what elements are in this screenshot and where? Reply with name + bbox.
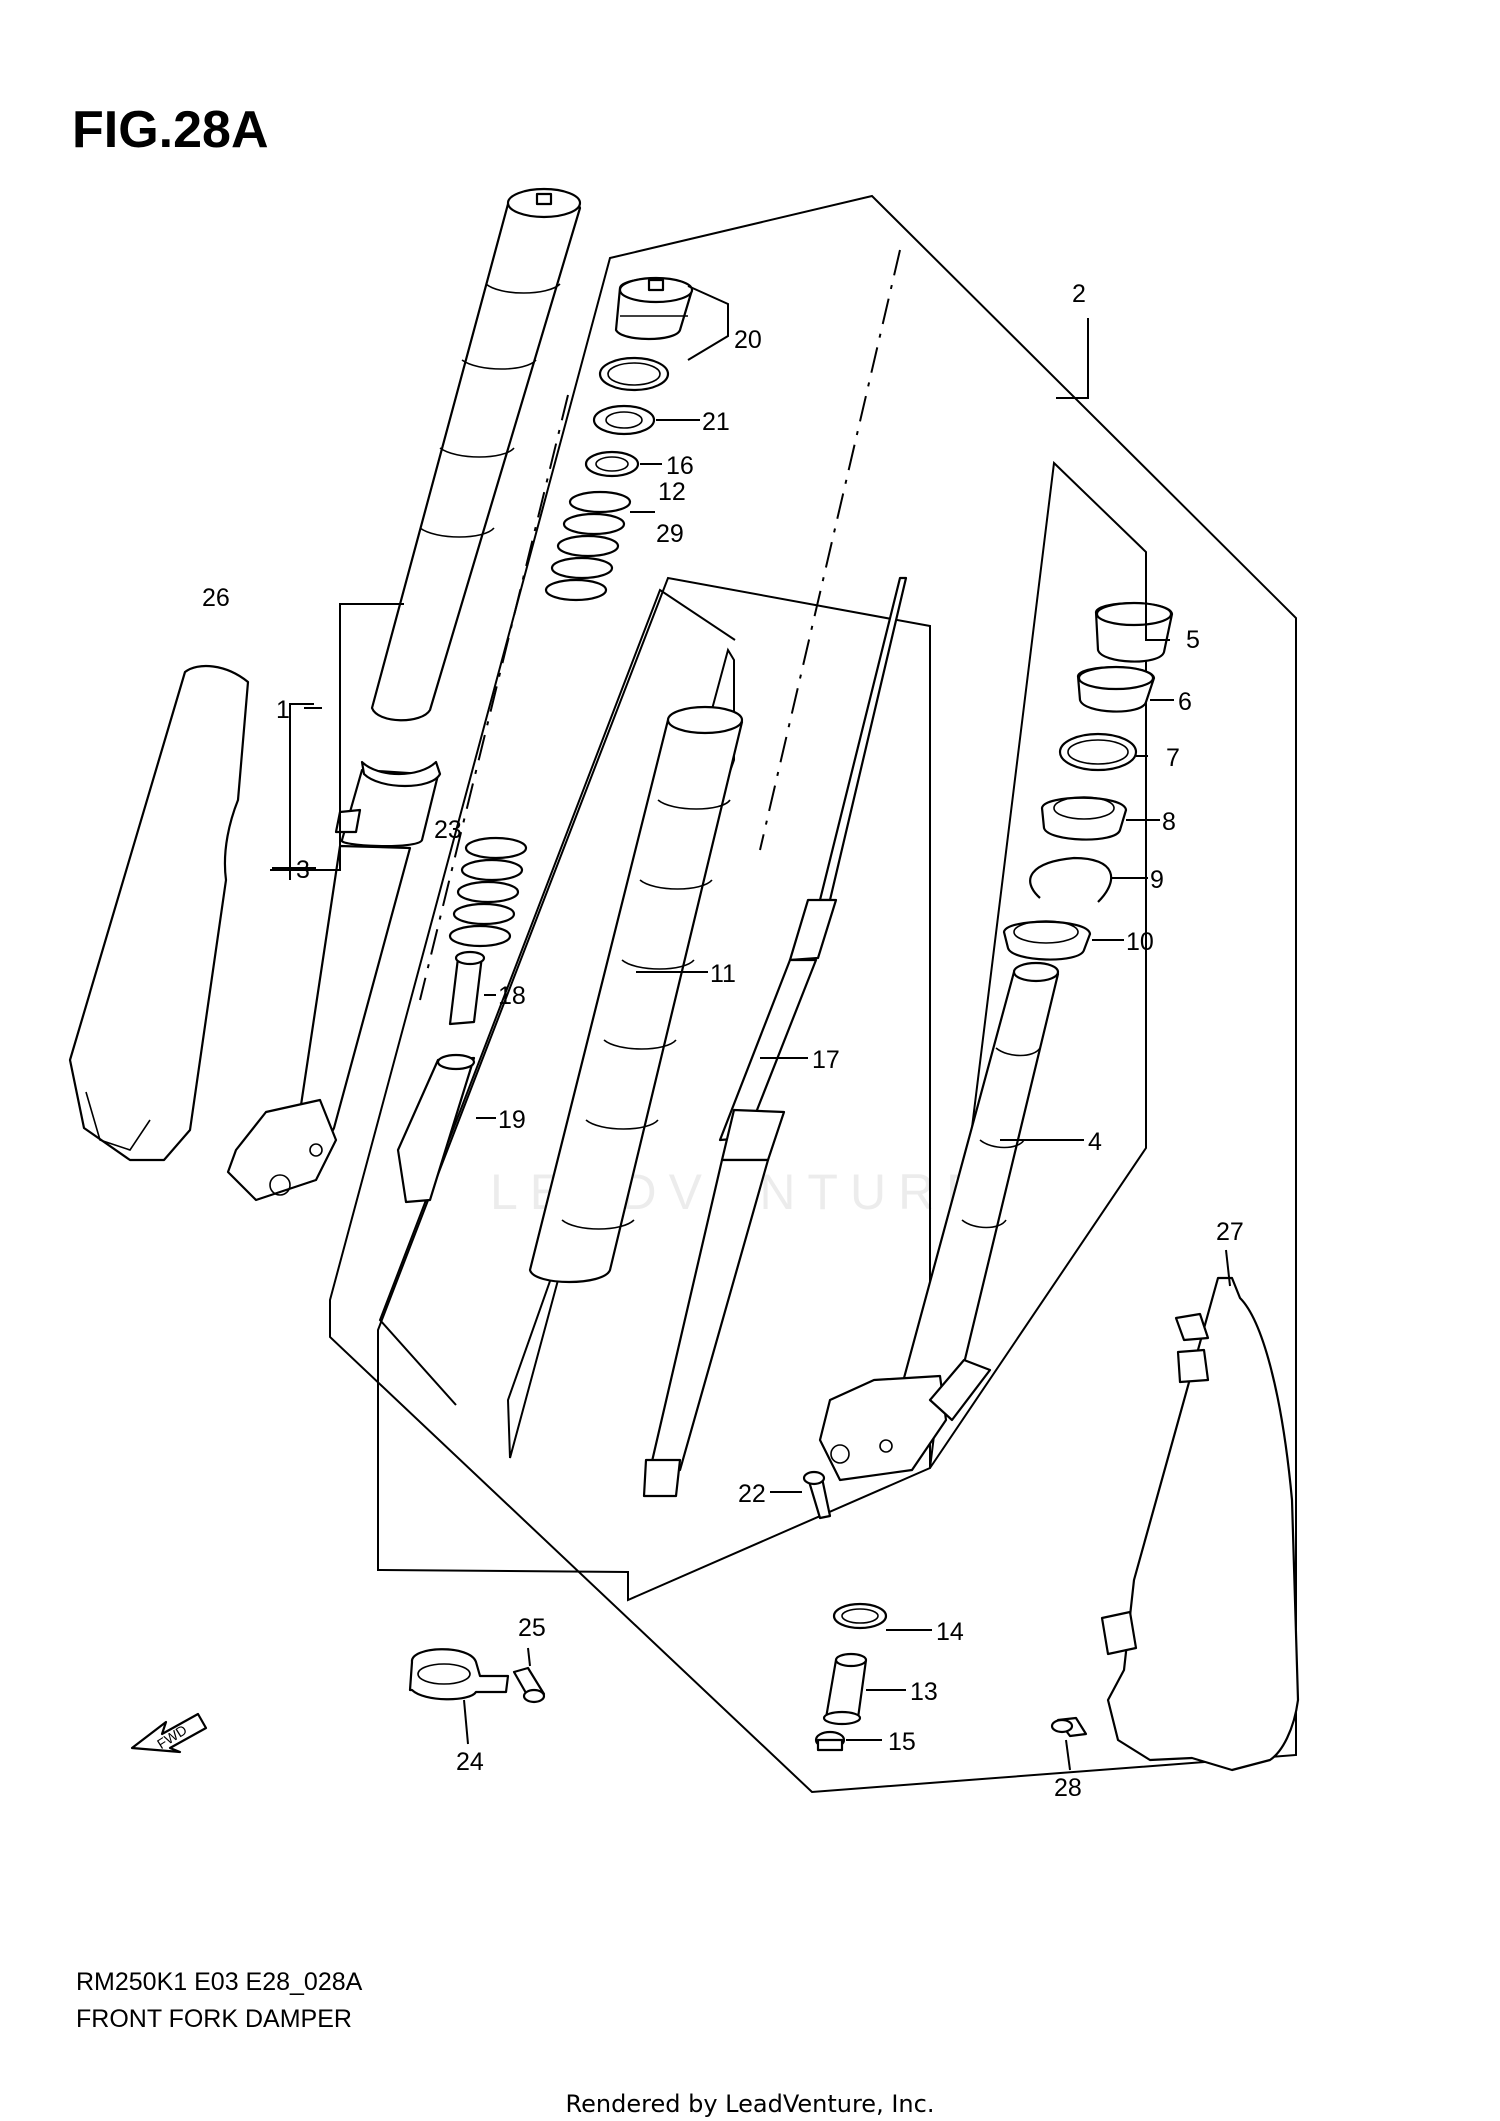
part-24-clamp: [408, 1648, 510, 1701]
figure-name: FRONT FORK DAMPER: [76, 2005, 352, 2033]
part-8-oil-seal: [1040, 796, 1128, 841]
callout-18: 18: [498, 982, 526, 1010]
part-16-washer: [584, 450, 640, 478]
part-18-collar: [448, 950, 486, 1026]
callout-17: 17: [812, 1046, 840, 1074]
callout-14: 14: [936, 1618, 964, 1646]
part-21-washer: [592, 404, 656, 436]
spring-upper: [544, 490, 632, 602]
callout-4: 4: [1088, 1128, 1102, 1156]
part-11-cylinder: [528, 705, 744, 1284]
callout-26: 26: [202, 584, 230, 612]
callout-16: 16: [666, 452, 694, 480]
outline-subassembly-inner-rod: [377, 576, 931, 1602]
render-note: Rendered by LeadVenture, Inc.: [565, 2090, 935, 2118]
callout-3: 3: [296, 856, 310, 884]
callout-6: 6: [1178, 688, 1192, 716]
callout-19: 19: [498, 1106, 526, 1134]
callout-5: 5: [1186, 626, 1200, 654]
centerline-spring: [419, 394, 569, 1001]
callout-12: 12: [658, 478, 686, 506]
callout-2: 2: [1072, 280, 1086, 308]
part-7-washer: [1058, 732, 1138, 772]
callout-29: 29: [656, 520, 684, 548]
forward-arrow: FWD: [130, 1712, 208, 1754]
part-22-bolt: [802, 1470, 832, 1520]
callout-9: 9: [1150, 866, 1164, 894]
callout-21: 21: [702, 408, 730, 436]
callout-20: 20: [734, 326, 762, 354]
figure-code: RM250K1 E03 E28_028A: [76, 1968, 363, 1996]
callout-24: 24: [456, 1748, 484, 1776]
part-14-washer: [832, 1602, 888, 1630]
fork-guard-right: [1100, 1276, 1300, 1772]
part-6-bushing: [1076, 665, 1156, 713]
part-4-inner-tube: [818, 961, 1060, 1482]
part-9-stopper-ring: [1029, 856, 1113, 903]
centerline-right: [759, 249, 901, 851]
callout-22: 22: [738, 1480, 766, 1508]
callout-8: 8: [1162, 808, 1176, 836]
part-19-spacer: [396, 1053, 476, 1204]
part-17-rod: [642, 576, 908, 1498]
part-25-bolt: [512, 1666, 546, 1704]
spring-lower: [448, 836, 528, 948]
callout-23: 23: [434, 816, 462, 844]
part-5-bushing: [1094, 601, 1174, 663]
callout-13: 13: [910, 1678, 938, 1706]
callout-11: 11: [710, 960, 736, 988]
figure-title: FIG.28A: [72, 101, 269, 159]
outer-tube: [226, 187, 582, 1202]
leader-lines: [270, 285, 1231, 1771]
callout-10: 10: [1126, 928, 1154, 956]
callout-15: 15: [888, 1728, 916, 1756]
callout-27: 27: [1216, 1218, 1244, 1246]
part-10-dust-seal: [1002, 920, 1092, 961]
callout-1: 1: [276, 696, 290, 724]
callout-28: 28: [1054, 1774, 1082, 1802]
outline-subassembly-spring: [378, 588, 736, 1406]
part-13-valve: [822, 1652, 868, 1726]
part-15-nut: [814, 1730, 846, 1752]
callout-25: 25: [518, 1614, 546, 1642]
fork-guard-left: [68, 665, 250, 1162]
callout-7: 7: [1166, 744, 1180, 772]
part-20-cap: [598, 276, 694, 392]
outline-assembly-2: [329, 194, 1297, 1794]
part-28-bolt: [1050, 1716, 1088, 1738]
